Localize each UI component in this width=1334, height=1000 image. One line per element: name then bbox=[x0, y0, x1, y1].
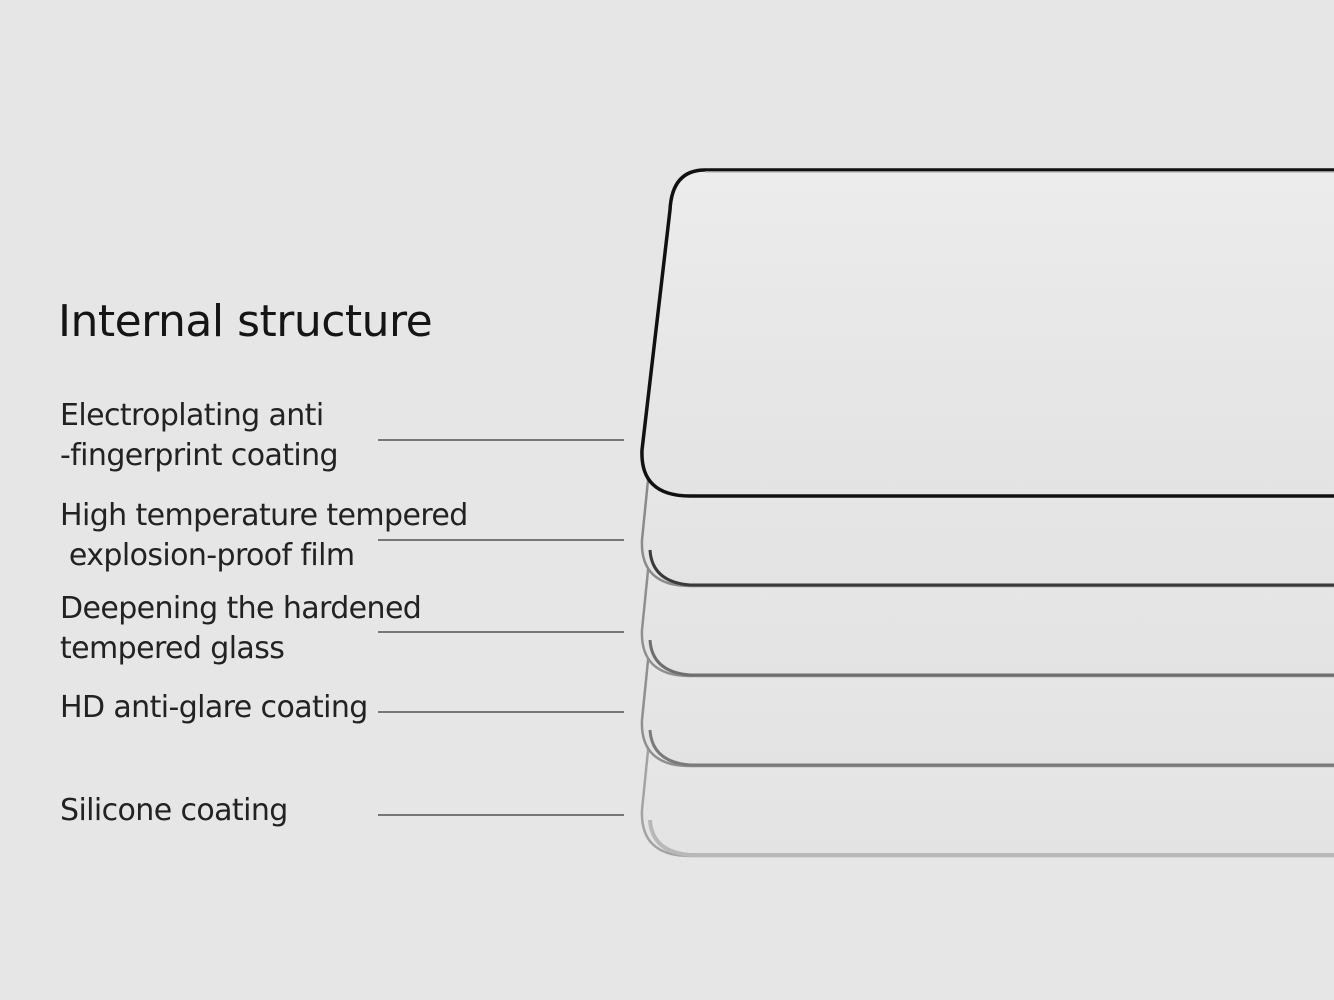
diagram-title: Internal structure bbox=[58, 296, 433, 347]
layer-label-5: Silicone coating bbox=[60, 791, 288, 831]
layer-label-3: Deepening the hardened tempered glass bbox=[60, 589, 422, 669]
leader-lines bbox=[378, 439, 624, 816]
layer-label-2-line1: High temperature tempered bbox=[60, 498, 468, 533]
layer-label-1-line2: -fingerprint coating bbox=[60, 438, 339, 473]
layer-label-5-line1: Silicone coating bbox=[60, 793, 288, 828]
layer-label-2: High temperature tempered explosion-proo… bbox=[60, 496, 468, 576]
layer-label-1-line1: Electroplating anti bbox=[60, 398, 324, 433]
layer-label-3-line2: tempered glass bbox=[60, 631, 285, 666]
glass-layer-1 bbox=[640, 168, 1334, 498]
layer-label-3-line1: Deepening the hardened bbox=[60, 591, 422, 626]
layer-label-1: Electroplating anti -fingerprint coating bbox=[60, 396, 339, 476]
layer-label-2-line2: explosion-proof film bbox=[60, 538, 355, 573]
layer-label-4: HD anti-glare coating bbox=[60, 688, 368, 728]
layer-label-4-line1: HD anti-glare coating bbox=[60, 690, 368, 725]
